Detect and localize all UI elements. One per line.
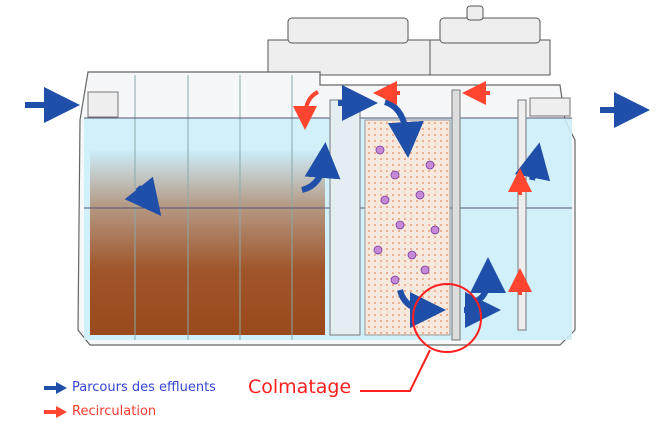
clogging-label: Colmatage <box>248 376 352 398</box>
column <box>329 99 361 336</box>
legend-recirculation-label: Recirculation <box>72 404 157 419</box>
legend-effluents-label: Parcours des effluents <box>72 380 216 395</box>
inlet-pipe <box>87 91 119 118</box>
callout-line <box>360 349 431 392</box>
outlet-pipe <box>529 97 571 117</box>
legend-effluent-arrow-icon <box>44 382 67 394</box>
access-towers <box>267 5 551 76</box>
legend-recirculation-arrow-icon <box>44 406 67 418</box>
sludge-zone <box>90 150 325 335</box>
right-chamber-wall <box>451 89 461 341</box>
clogging-circle <box>412 283 482 353</box>
recirculation-arrows <box>293 81 532 295</box>
